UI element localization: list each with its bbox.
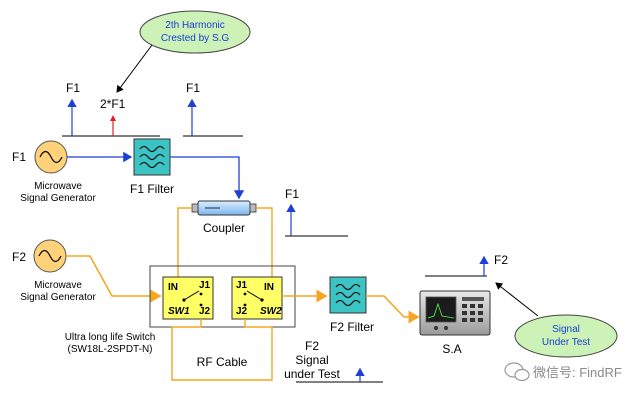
spectrum-analyzer: S.A [419, 290, 491, 356]
label-f2-sa: F2 [494, 253, 508, 267]
sw2-j1-label: J1 [236, 280, 248, 291]
f1-filter: F1 Filter [130, 138, 174, 196]
harmonic-callout-line1: 2th Harmonic [165, 20, 224, 31]
rf-cable: RF Cable [171, 319, 273, 381]
sw1-j2-label: J2 [199, 306, 211, 317]
label-sa: S.A [442, 342, 461, 356]
f2-test-line1: F2 [305, 339, 319, 353]
spectrum-source: F1 2*F1 [62, 81, 160, 137]
harmonic-callout-pointer [116, 44, 153, 93]
signal-callout: Signal Under Test [495, 282, 618, 358]
generator1-line1: Microwave [34, 181, 82, 192]
label-f1-filter: F1 Filter [130, 182, 174, 196]
label-rf-cable: RF Cable [197, 355, 248, 369]
coupler: Coupler [191, 200, 257, 235]
switch-label-line1: Ultra long life Switch [65, 332, 156, 343]
label-coupler: Coupler [203, 221, 245, 235]
f2-test-line3: under Test [284, 367, 340, 381]
generator1-line2: Signal Generator [20, 193, 96, 204]
sw1-name-label: SW1 [168, 306, 190, 317]
f2-test-line2: Signal [295, 353, 328, 367]
generator2-line2: Signal Generator [20, 292, 96, 303]
wire-gen2-to-sw1 [66, 255, 162, 303]
label-f1-harmonic: 2*F1 [100, 97, 126, 111]
switch-sw2: J1 IN J2 SW2 [231, 276, 283, 320]
generator2-line1: Microwave [34, 280, 82, 291]
microwave-generator-f2: F2 Microwave Signal Generator [12, 239, 96, 303]
wire-f1-filter-to-coupler [170, 156, 245, 200]
sw1-in-label: IN [168, 282, 178, 293]
watermark-text: 微信号: FindRF [533, 365, 622, 380]
label-f2-filter: F2 Filter [330, 320, 374, 334]
spectrum-at-sa: F2 [425, 253, 508, 277]
signal-callout-line1: Signal [552, 324, 580, 335]
sw2-in-label: IN [264, 282, 274, 293]
sw2-name-label: SW2 [260, 306, 282, 317]
switch-assembly: IN J1 J2 SW1 J1 IN J2 SW2 Ultra long lif… [65, 265, 296, 355]
label-f1-left: F1 [66, 81, 80, 95]
spectrum-f2-under-test: F2 Signal under Test [284, 339, 383, 383]
label-f1-coupler: F1 [285, 187, 299, 201]
microwave-generator-f1: F1 Microwave Signal Generator [12, 140, 96, 204]
signal-callout-pointer [495, 282, 539, 317]
sw1-j1-label: J1 [199, 280, 211, 291]
switch-sw1: IN J1 J2 SW1 [162, 276, 214, 320]
f2-filter: F2 Filter [329, 276, 374, 334]
harmonic-callout: 2th Harmonic Crested by S.G [116, 10, 251, 93]
label-f1-right: F1 [186, 81, 200, 95]
label-f2-source: F2 [12, 250, 26, 264]
spectrum-after-f1-filter: F1 [183, 81, 243, 137]
signal-callout-line2: Under Test [542, 337, 590, 348]
label-f1-source: F1 [12, 150, 26, 164]
watermark: 微信号: FindRF [504, 362, 622, 382]
harmonic-callout-line2: Crested by S.G [161, 33, 230, 44]
switch-label-line2: (SW18L-2SPDT-N) [67, 344, 152, 355]
spectrum-after-coupler: F1 [285, 187, 348, 237]
wire-f2-filter-to-sa [366, 295, 420, 324]
wechat-icon [504, 362, 530, 382]
sw2-j2-label: J2 [236, 306, 248, 317]
